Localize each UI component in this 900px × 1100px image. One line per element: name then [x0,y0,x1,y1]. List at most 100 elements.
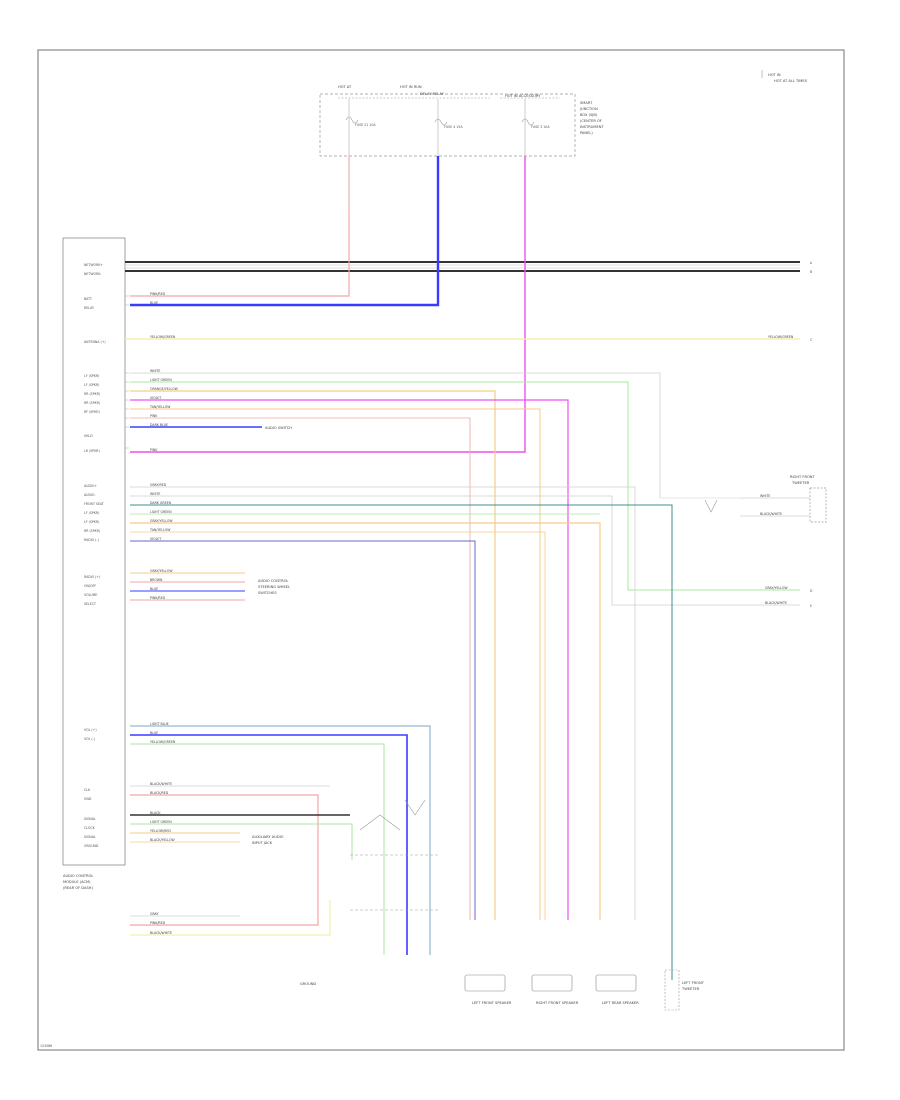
svg-text:LIGHT GREEN: LIGHT GREEN [150,378,172,382]
svg-text:AUDIO CONTROL: AUDIO CONTROL [258,579,288,583]
svg-text:BLUE: BLUE [150,587,158,591]
legend-line-2: HOT AT ALL TIMES [774,79,808,83]
pin-label: ANTENNA (+) [84,340,106,344]
pin-label: RADIO (+) [84,575,100,579]
clockspring-caption: GROUND [300,982,316,986]
svg-text:RIGHT FRONT: RIGHT FRONT [790,475,815,479]
svg-text:TAN/YELLOW: TAN/YELLOW [149,528,171,532]
svg-text:YELLOW/GREEN: YELLOW/GREEN [150,740,176,744]
pin-label: FRONT SEAT [84,502,104,506]
svg-text:PANEL): PANEL) [580,131,593,135]
speaker-lf: LEFT FRONT SPEAKER [464,974,512,1005]
pin-label: RADIO (-) [84,538,99,542]
pin-label: GROUND [84,844,99,848]
svg-text:BLACK/WHITE: BLACK/WHITE [150,782,172,786]
svg-text:BLACK/RED: BLACK/RED [150,791,169,795]
fuse-21: FUSE 21 10A [345,99,376,156]
pin-label: LF (SPKR) [84,520,99,524]
svg-text:JUNCTION: JUNCTION [579,107,598,111]
diagram-id: 124586 [40,1044,52,1048]
pin-label: LF (SPKR) [84,511,99,515]
svg-text:BLACK/YELLOW: BLACK/YELLOW [150,838,175,842]
svg-text:YELLOW/GREEN: YELLOW/GREEN [150,335,176,339]
pin-label: AUDIO- [84,493,96,497]
svg-text:INPUT JACK: INPUT JACK [252,841,273,845]
svg-text:BOX (SJB): BOX (SJB) [580,113,598,117]
svg-text:SMART: SMART [580,101,593,105]
svg-text:BLACK: BLACK [150,811,161,815]
fuse-box-hot-at: HOT AT [338,85,352,89]
audio-module-line-3: (REAR OF DASH) [63,886,93,890]
svg-text:PINK/RED: PINK/RED [150,292,166,296]
svg-text:D: D [810,589,813,593]
speaker-rf: RIGHT FRONT SPEAKER [531,974,579,1005]
fuse-box: HOT AT HOT IN RUN HOT IN ACCESSORY DELAY… [319,85,604,157]
svg-text:YELLOW/GREEN: YELLOW/GREEN [768,335,794,339]
svg-text:DARK BLUE: DARK BLUE [150,423,168,427]
fuse-box-relay: DELAY RELAY [420,92,445,96]
pin-label: RR (SPKR) [84,401,100,405]
lower-module-wires [130,725,431,955]
pin-label: NETWORK- [84,272,101,276]
power-feeds [130,156,526,453]
fuse-4: FUSE 4 15A [434,99,463,156]
svg-text:BLUE: BLUE [150,301,158,305]
pin-label: AUDIO+ [84,484,97,488]
speaker-wire-labels: WHITE LIGHT GREEN ORANGE/YELLOW VIOLET T… [149,369,179,427]
switch-block-caption: AUDIO SWITCH [265,426,292,430]
audio-module-line-1: AUDIO CONTROL [63,874,93,878]
diagram-border [37,49,845,1051]
pin-label: RF (SPKR) [84,410,100,414]
svg-text:STEERING WHEEL: STEERING WHEEL [258,585,290,589]
steering-switch-wires [130,572,245,601]
module-pin-ticks [125,261,129,449]
speaker-lr: LEFT REAR SPEAKER [595,974,639,1005]
speaker-wire-labels-2: GRAY/RED WHITE DARK GREEN LIGHT GREEN GR… [149,483,173,541]
fuse-3: FUSE 3 10A [521,99,550,156]
steering-switch: GRAY/YELLOW BROWN BLUE PINK/RED AUDIO CO… [150,569,290,600]
svg-text:ORANGE/YELLOW: ORANGE/YELLOW [150,387,179,391]
right-tweeter: WHITE BLACK/WHITE RIGHT FRONT TWEETER [660,475,827,523]
pin-label: CLK [84,788,91,792]
svg-text:BLACK/WHITE: BLACK/WHITE [765,601,787,605]
svg-text:DARK GREEN: DARK GREEN [150,501,172,505]
svg-text:C: C [810,338,813,342]
antenna-wire: YELLOW/GREEN YELLOW/GREEN C [125,335,813,342]
svg-text:BLACK/WHITE: BLACK/WHITE [760,512,782,516]
network-bus: A B [125,261,813,274]
legend-line-1: HOT IN [768,73,781,77]
svg-text:VIOLET: VIOLET [150,537,161,541]
legend-note: HOT IN HOT AT ALL TIMES [761,70,808,83]
svg-text:WHITE: WHITE [150,369,160,373]
svg-text:WHITE: WHITE [150,492,160,496]
svg-text:BLUE: BLUE [150,731,158,735]
svg-text:GROUND: GROUND [300,982,316,986]
pin-label: RELAY [84,306,94,310]
svg-text:YELLOW/RED: YELLOW/RED [150,829,171,833]
fuse-3-label: FUSE 3 10A [531,125,550,129]
svg-text:SWITCHES: SWITCHES [258,591,277,595]
svg-text:LIGHT GREEN: LIGHT GREEN [150,510,172,514]
speaker-wires [130,372,800,920]
pin-label: LR (SPKR) [84,449,100,453]
pin-label: RR (SPKR) [84,529,100,533]
svg-text:GRAY/YELLOW: GRAY/YELLOW [765,586,788,590]
svg-text:INSTRUMENT: INSTRUMENT [580,125,604,129]
right-edge-refs: GRAY/YELLOW BLACK/WHITE D E [765,586,813,608]
audio-module-line-2: MODULE (ACM) [63,880,91,884]
pin-label: SHLD [84,434,93,438]
svg-text:GRAY/YELLOW: GRAY/YELLOW [150,519,173,523]
svg-text:VIOLET: VIOLET [150,396,161,400]
pin-label: BATT [84,297,92,301]
svg-text:TAN/YELLOW: TAN/YELLOW [149,405,171,409]
pin-label: RR (SPKR) [84,392,100,396]
svg-text:GRAY/RED: GRAY/RED [150,483,167,487]
pin-label: VOLUME [84,593,97,597]
pin-label: LF (SPKR) [84,374,99,378]
pin-label: NETWORK+ [84,263,103,267]
pin-label: SIGNAL [84,835,96,839]
svg-text:RIGHT FRONT SPEAKER: RIGHT FRONT SPEAKER [536,1001,579,1005]
svg-text:E: E [810,604,812,608]
audio-module: AUDIO CONTROL MODULE (ACM) (REAR OF DASH… [62,237,126,890]
pin-label: ON/OFF [84,584,96,588]
